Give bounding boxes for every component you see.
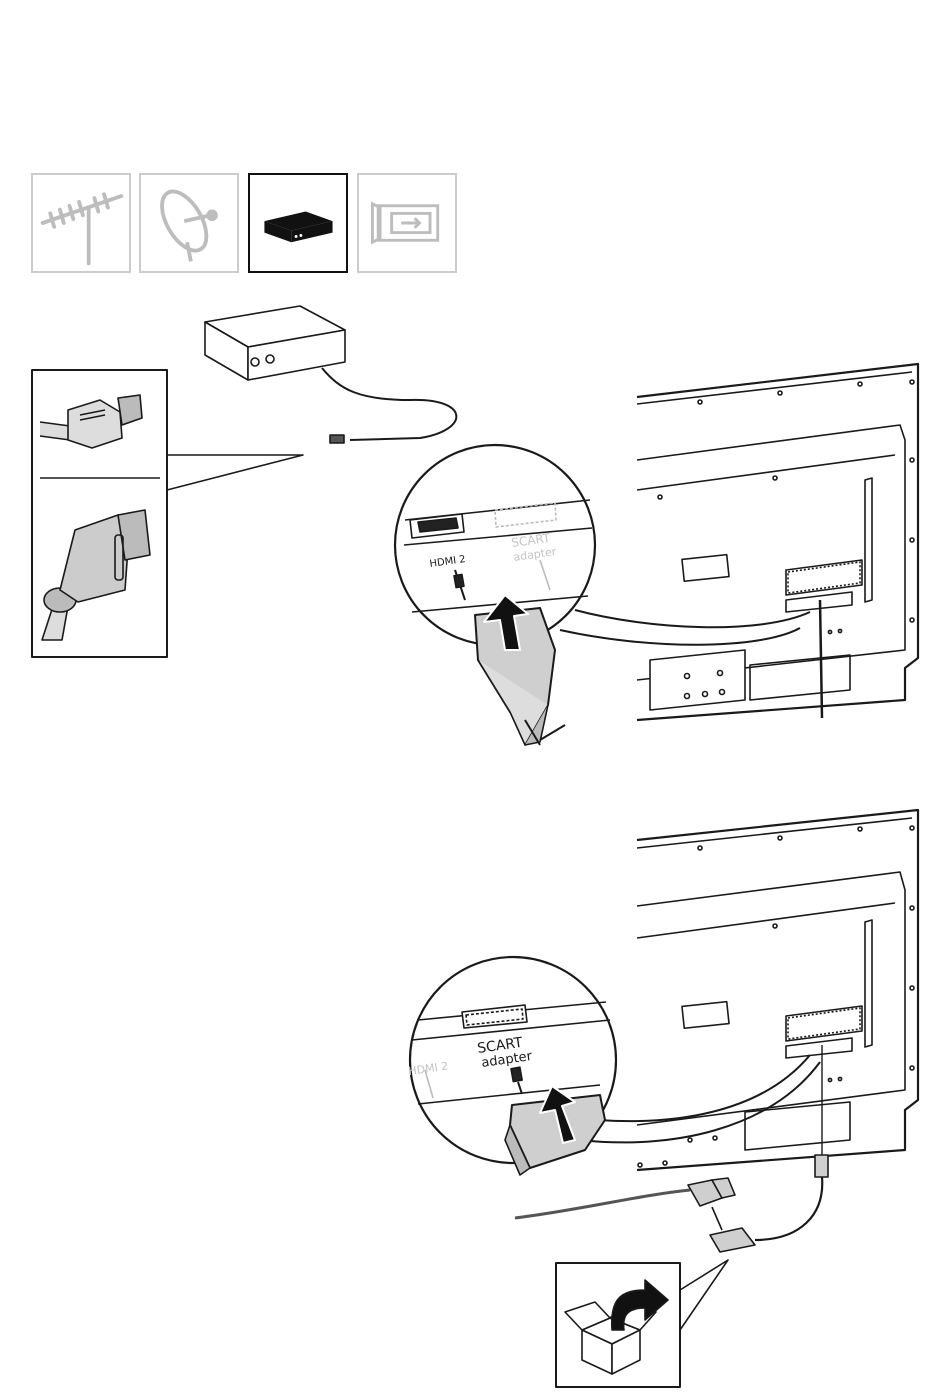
- tv-rear-panel-2: [637, 810, 918, 1170]
- adapter-in-box-callout: [556, 1260, 728, 1387]
